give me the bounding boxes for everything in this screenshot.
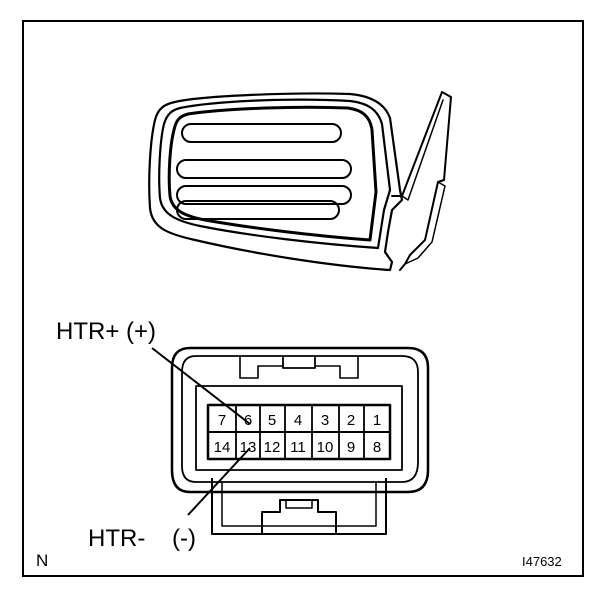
htr-plus-label: HTR+ (+) — [56, 318, 156, 345]
terminal-14: 14 — [214, 439, 231, 456]
terminal-numbers-top-row: 7 6 5 4 3 2 1 — [218, 412, 381, 429]
terminal-7: 7 — [218, 412, 226, 429]
terminal-1: 1 — [373, 412, 381, 429]
mirror-housing-outer — [148, 92, 404, 272]
mirror-mount-arm-inner — [401, 99, 444, 201]
figure-id: I47632 — [522, 554, 562, 569]
connector-body-inner — [181, 355, 419, 483]
connector-face — [170, 346, 430, 535]
heater-line-2 — [176, 159, 352, 179]
heater-line-3 — [176, 185, 352, 205]
heater-line-1 — [181, 123, 342, 143]
connector-top-step-right — [315, 356, 359, 379]
htr-minus-sign-label: (-) — [172, 525, 196, 552]
htr-minus-label: HTR- — [88, 525, 145, 552]
mirror-housing-rim — [158, 98, 392, 250]
terminal-9: 9 — [347, 439, 355, 456]
connector-lock-tab-inner — [285, 500, 313, 509]
htr-minus-leader-line — [187, 447, 251, 516]
terminal-6: 6 — [244, 412, 252, 429]
connector-body-outer — [170, 346, 430, 494]
htr-plus-leader-line — [151, 347, 251, 425]
terminal-2: 2 — [347, 412, 355, 429]
heater-line-4 — [176, 200, 340, 220]
connector-top-latch — [282, 356, 316, 369]
terminal-12: 12 — [264, 439, 281, 456]
terminal-4: 4 — [294, 412, 302, 429]
terminal-numbers-bottom-row: 14 13 12 11 10 9 8 — [214, 439, 382, 456]
outside-mirror-illustration — [148, 91, 452, 272]
terminal-13: 13 — [240, 439, 257, 456]
terminal-5: 5 — [268, 412, 276, 429]
connector-lock-tab — [261, 499, 337, 534]
connector-lower-skirt — [211, 478, 387, 535]
connector-cavity — [195, 385, 403, 471]
terminal-8: 8 — [373, 439, 381, 456]
mirror-mount-arm — [391, 91, 452, 271]
connector-top-step-left — [239, 356, 283, 379]
terminal-3: 3 — [321, 412, 329, 429]
mirror-mount-base — [404, 181, 446, 265]
terminal-11: 11 — [290, 439, 306, 456]
connector-lower-skirt-inner — [221, 482, 377, 527]
terminal-10: 10 — [317, 439, 334, 456]
mirror-glass — [167, 105, 378, 242]
corner-letter: N — [36, 551, 48, 570]
figure-frame — [22, 20, 584, 577]
